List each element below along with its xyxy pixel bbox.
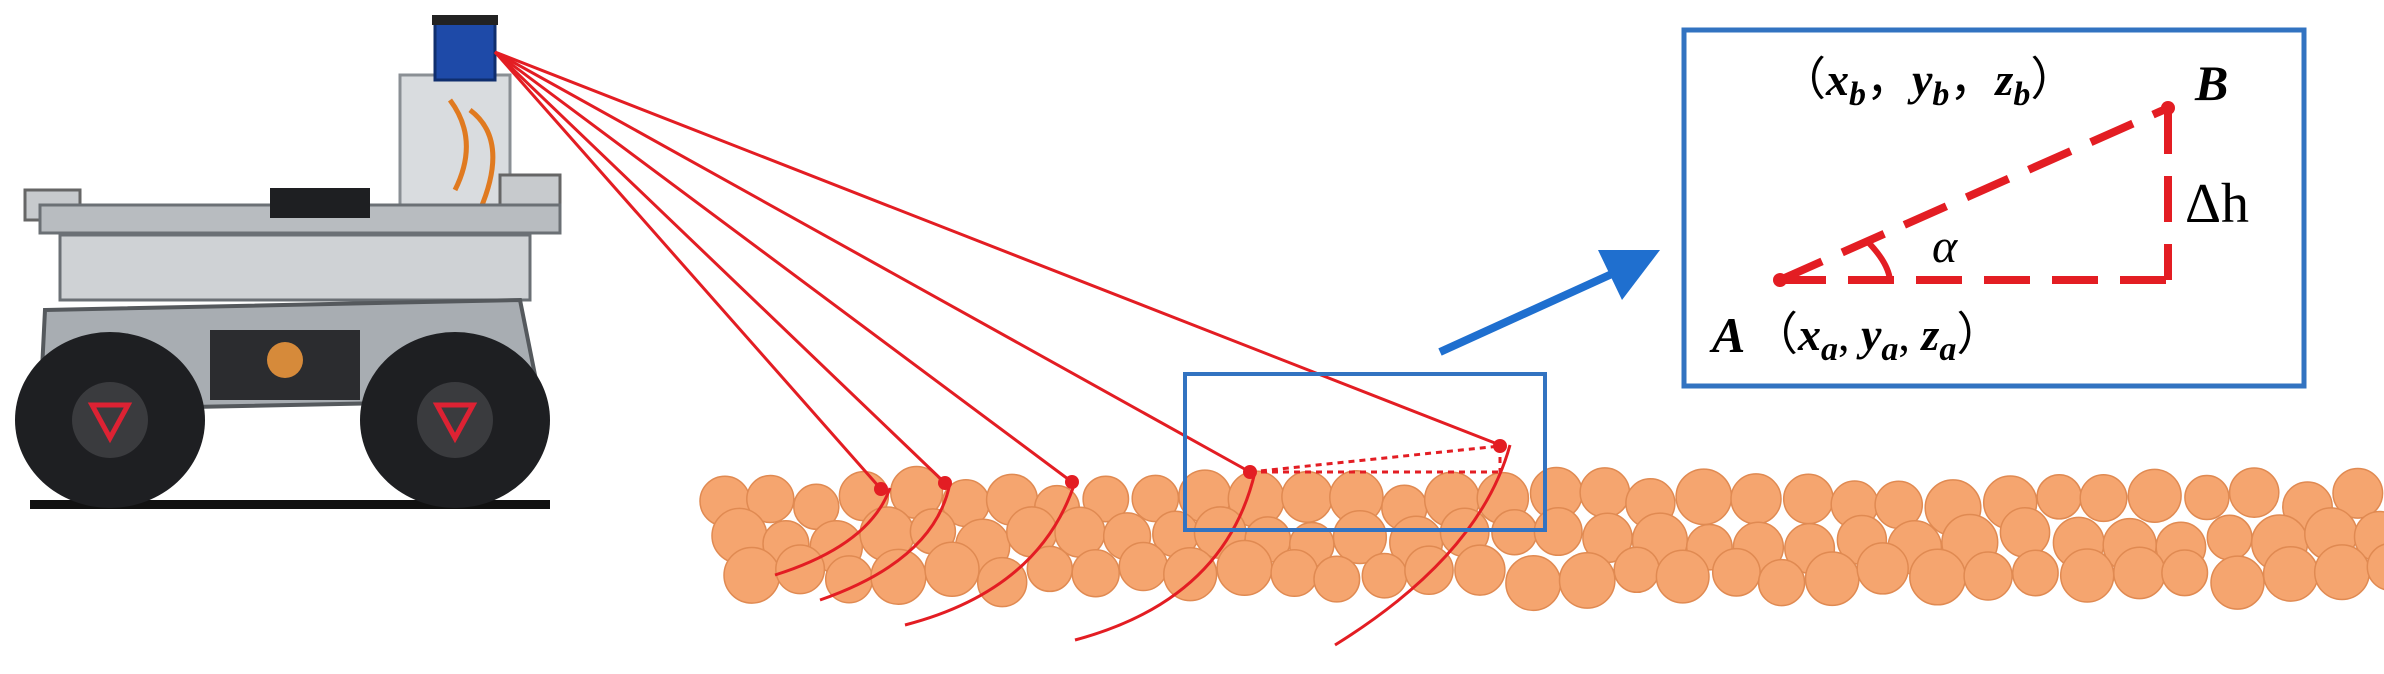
ground-particle <box>1711 547 1761 597</box>
ground-particle <box>1655 549 1710 604</box>
ground-particle <box>1613 546 1660 594</box>
ground-particle <box>1313 555 1361 603</box>
ground-particle <box>1804 551 1860 607</box>
scan-arc-3 <box>904 481 1077 627</box>
inset-triangle <box>1778 104 2172 284</box>
ground-particle <box>2161 549 2209 597</box>
point-b-marker <box>2161 101 2175 115</box>
robot-ground-line <box>30 500 550 509</box>
ground-particle <box>924 541 980 597</box>
ground-highlight-box <box>1183 372 1547 532</box>
ground-particles <box>699 465 2384 612</box>
ground-particle <box>1730 473 1782 525</box>
body-emblem <box>267 342 303 378</box>
scan-arc-5 <box>1334 444 1512 647</box>
ground-particle <box>2206 514 2253 561</box>
ground-particle <box>2127 468 2182 523</box>
ground-particle <box>1909 548 1967 606</box>
ground-particle <box>1856 542 1909 595</box>
laser-ray-2 <box>493 50 947 485</box>
frame <box>58 233 532 302</box>
ground-particle <box>2210 555 2265 610</box>
hit-point-3 <box>1065 475 1079 489</box>
ground-particle <box>1082 475 1130 523</box>
front-wheel <box>15 332 205 508</box>
mast-cables <box>447 98 496 211</box>
ground-particle <box>2113 546 2166 600</box>
ground-particle <box>2059 548 2115 603</box>
ground-particle <box>1491 508 1538 556</box>
hit-point-1 <box>874 482 888 496</box>
inset-frame <box>1681 27 2307 389</box>
ground-particle <box>1118 541 1169 592</box>
control-box <box>270 188 370 218</box>
ground-particle <box>775 544 826 595</box>
laser-ray-4 <box>494 50 1251 474</box>
ground-particle <box>1505 555 1562 612</box>
laser-rays <box>493 50 1501 489</box>
zoom-arrow <box>1438 250 1660 356</box>
ground-particle <box>1216 539 1273 597</box>
ground-particle <box>1558 551 1616 609</box>
ground-particle <box>2079 474 2128 523</box>
ground-particle <box>1281 470 1334 523</box>
point-a-marker <box>1773 273 1787 287</box>
ground-triangle <box>1249 444 1502 474</box>
scan-arc-4 <box>1074 471 1257 642</box>
lidar-icon <box>433 18 497 82</box>
ground-particle <box>1963 551 2013 601</box>
hit-point-2 <box>938 476 952 490</box>
point-a-label: A <box>1709 307 1745 363</box>
laser-ray-3 <box>494 50 1073 484</box>
angle-label: α <box>1932 220 1958 273</box>
ground-particle <box>1270 548 1319 598</box>
ground-particle <box>1579 467 1631 519</box>
point-b-label: B <box>2194 55 2228 111</box>
laser-ray-5 <box>494 50 1501 447</box>
ground-particle <box>2313 544 2371 601</box>
lidar-cap <box>432 15 498 25</box>
ground-particle <box>2184 474 2230 521</box>
ground-particle <box>1999 507 2051 558</box>
ground-particle <box>723 546 781 604</box>
ground-particle <box>1454 544 1506 596</box>
rear-wheel <box>360 332 550 508</box>
ground-particle <box>1332 509 1388 565</box>
ground-particle <box>1361 552 1408 599</box>
ground-particle <box>2228 467 2280 518</box>
coord-a-label: （xa, ya, za） <box>1752 309 2002 368</box>
coord-b-label: （xb，yb，zb） <box>1780 54 2076 113</box>
ground-particle <box>2366 543 2384 591</box>
angle-arc <box>1863 237 1893 281</box>
laser-ray-1 <box>493 51 882 489</box>
ground-particle <box>1163 547 1218 602</box>
scan-arc-2 <box>819 482 952 602</box>
inset-panel: A B α Δh （xb，yb，zb） （xa, ya, za） <box>1681 27 2307 389</box>
ground-particle <box>1404 545 1454 596</box>
scan-arcs <box>774 444 1512 647</box>
ground-particle <box>2332 467 2384 519</box>
robot <box>15 15 562 509</box>
height-label: Δh <box>2185 173 2249 235</box>
ground-particle <box>2011 549 2059 597</box>
scan-arc-1 <box>774 487 892 577</box>
ground-particle <box>2262 545 2319 602</box>
ground-particle <box>1782 473 1834 525</box>
ground-particle <box>1757 558 1806 607</box>
ground-particle <box>1071 548 1120 598</box>
ground-particle <box>870 548 927 605</box>
right-sensor <box>498 173 562 207</box>
ground-particle <box>2036 473 2083 520</box>
ground-particle <box>1675 468 1733 526</box>
ground-particle <box>746 474 795 524</box>
